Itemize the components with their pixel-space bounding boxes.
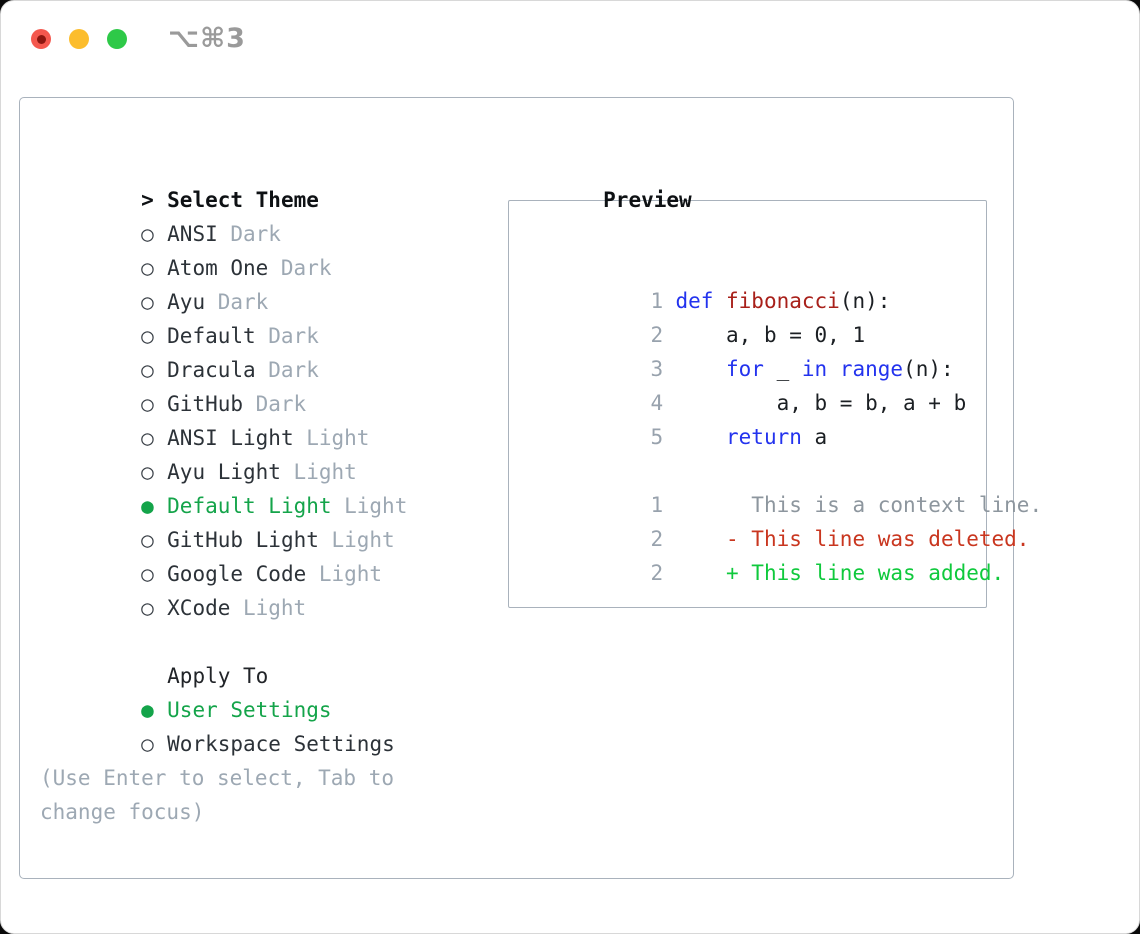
radio-icon: ○ xyxy=(141,358,154,382)
window-shortcut-label: ⌥⌘3 xyxy=(168,23,246,54)
line-number: 5 xyxy=(650,425,664,449)
radio-icon: ○ xyxy=(141,596,154,620)
radio-icon: ○ xyxy=(141,324,154,348)
diff-deleted-line: 2 - This line was deleted. xyxy=(524,488,1029,551)
select-theme-header: > Select Theme xyxy=(40,149,502,212)
radio-icon: ○ xyxy=(141,222,154,246)
line-number: 2 xyxy=(650,323,664,347)
radio-icon: ○ xyxy=(141,460,154,484)
radio-icon: ○ xyxy=(141,732,154,756)
minimize-button[interactable] xyxy=(69,29,89,49)
line-number: 3 xyxy=(650,357,664,381)
code-line-4: 4 a, b = b, a + b xyxy=(524,352,986,415)
prompt-icon: > xyxy=(141,188,154,212)
apply-to-header: Apply To xyxy=(167,664,269,688)
select-theme-title: Select Theme xyxy=(167,188,319,212)
diff-added-line: 2 + This line was added. xyxy=(524,522,1004,585)
code-line-2: 2 a, b = 0, 1 xyxy=(524,284,986,347)
line-number: 1 xyxy=(650,289,664,313)
code-line-3: 3 for _ in range(n): xyxy=(524,318,986,381)
radio-selected-icon: ● xyxy=(141,698,154,722)
radio-icon: ○ xyxy=(141,426,154,450)
preview-title: Preview xyxy=(603,188,692,212)
line-number: 2 xyxy=(650,527,664,551)
code-line-5: 5 return a xyxy=(524,386,986,449)
zoom-button[interactable] xyxy=(107,29,127,49)
radio-icon: ○ xyxy=(141,392,154,416)
preview-header: Preview xyxy=(502,149,1013,212)
help-text-line-2: change focus) xyxy=(40,800,205,824)
traffic-lights xyxy=(31,29,127,49)
help-text-line-1: (Use Enter to select, Tab to xyxy=(40,766,395,790)
radio-icon: ○ xyxy=(141,528,154,552)
line-number: 4 xyxy=(650,391,664,415)
apply-option-workspace-settings[interactable]: ○Workspace Settings xyxy=(40,693,502,756)
line-number: 1 xyxy=(650,493,664,517)
diff-context-line: 1 This is a context line. xyxy=(524,454,1042,517)
radio-selected-icon: ● xyxy=(141,494,154,518)
apply-option-user-settings[interactable]: ●User Settings xyxy=(40,659,502,722)
close-button[interactable] xyxy=(31,29,51,49)
line-number: 2 xyxy=(650,561,664,585)
radio-icon: ○ xyxy=(141,256,154,280)
radio-icon: ○ xyxy=(141,562,154,586)
radio-icon: ○ xyxy=(141,290,154,314)
